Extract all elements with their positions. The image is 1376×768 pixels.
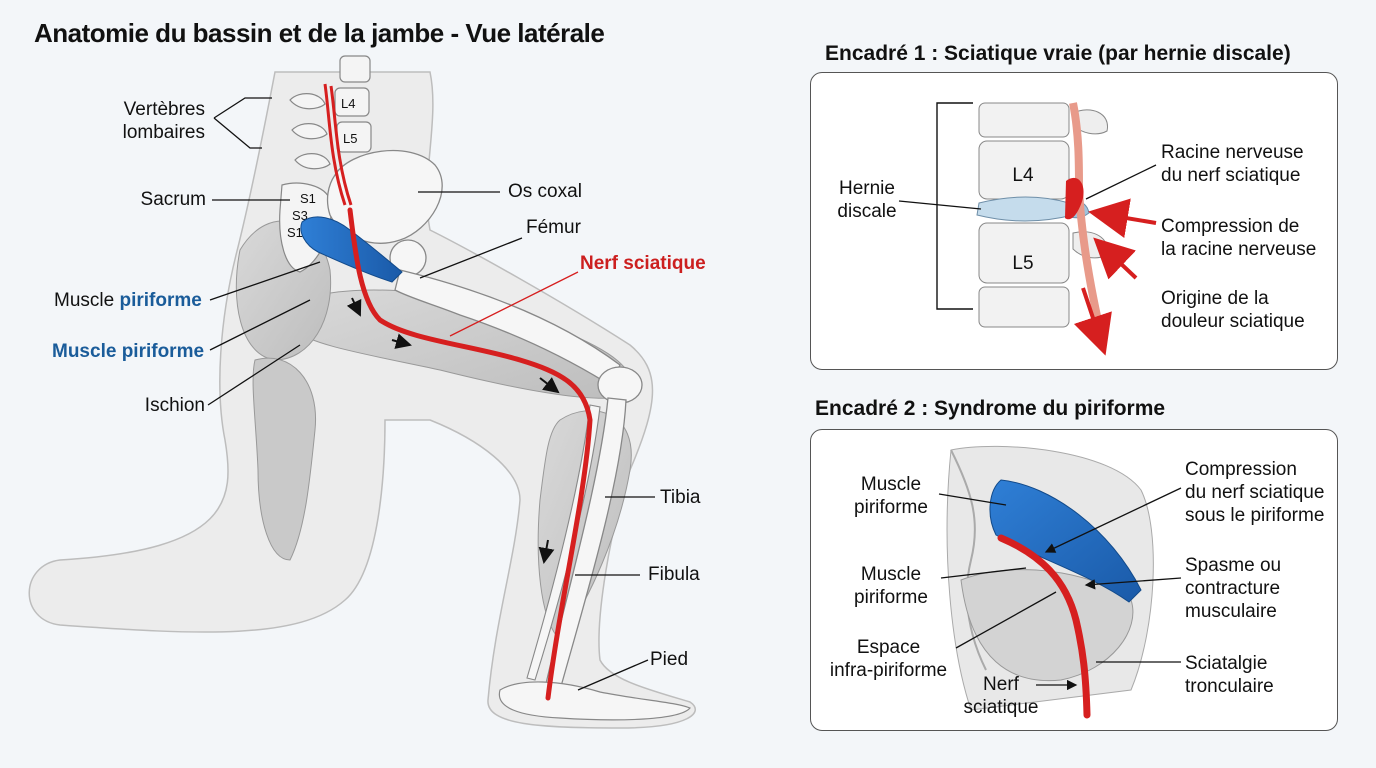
box2-title: Encadré 2 : Syndrome du piriforme bbox=[815, 397, 1166, 420]
box2-nerf-sciatique-label: Nerf sciatique bbox=[963, 674, 1039, 718]
fibula-label: Fibula bbox=[648, 564, 700, 585]
pied-label: Pied bbox=[650, 649, 689, 670]
sacrum-s3-label: S3 bbox=[292, 208, 308, 223]
box1-panel: L4 L5 Hernie discale Racine nerveuse du … bbox=[810, 72, 1338, 370]
hernie-discale-label: Hernie discale bbox=[837, 178, 897, 222]
box1-l5-label: L5 bbox=[1012, 253, 1033, 274]
page-title: Anatomie du bassin et de la jambe - Vue … bbox=[34, 18, 605, 48]
coxal-bone bbox=[326, 149, 443, 244]
vertebres-lombaires-label: Vertèbres lombaires bbox=[122, 99, 205, 143]
hamstring-muscle bbox=[252, 357, 317, 561]
muscle-piriforme-label: Muscle piriforme bbox=[54, 289, 202, 312]
muscle-piriforme-label-2: Muscle piriforme bbox=[52, 341, 205, 362]
vertebra-l4-label: L4 bbox=[341, 96, 355, 111]
herniated-disc bbox=[976, 196, 1074, 222]
main-leader-lines bbox=[207, 97, 655, 691]
vertebra-l5-label: L5 bbox=[343, 131, 357, 146]
compressed-nerve-root bbox=[1065, 177, 1084, 220]
vertebra-l5 bbox=[978, 222, 1070, 284]
body-silhouette bbox=[28, 71, 696, 729]
sciatic-nerve bbox=[347, 207, 593, 701]
box2-muscle-piriforme-1: Muscle piriforme bbox=[854, 474, 928, 518]
origine-douleur-label: Origine de la douleur sciatique bbox=[1161, 288, 1305, 332]
lumbar-nerve-roots bbox=[323, 83, 347, 206]
box2-piriformis-muscle bbox=[989, 479, 1142, 603]
box1-title: Encadré 1 : Sciatique vraie (par hernie … bbox=[825, 42, 1291, 65]
main-anatomy-illustration: L4 L5 S1 S3 S1 bbox=[28, 55, 696, 729]
nerf-sciatique-label: Nerf sciatique bbox=[580, 253, 706, 274]
sacrum-label: Sacrum bbox=[140, 189, 206, 210]
box2-sciatic-nerve bbox=[997, 534, 1091, 719]
femur-label: Fémur bbox=[526, 217, 581, 238]
sacrum-s1b-label: S1 bbox=[287, 225, 303, 240]
sacrum-s1-label: S1 bbox=[300, 191, 316, 206]
muscle-piriforme-word: piriforme bbox=[119, 290, 202, 311]
racine-nerveuse-label: Racine nerveuse du nerf sciatique bbox=[1161, 142, 1304, 186]
spasme-label: Spasme ou contracture musculaire bbox=[1185, 555, 1282, 622]
nerve-flow-arrows bbox=[346, 297, 560, 564]
muscle-piriforme-prefix: Muscle bbox=[54, 290, 120, 311]
box1-illustration: L4 L5 bbox=[898, 102, 1157, 356]
compression-nerf-label: Compression du nerf sciatique sous le pi… bbox=[1185, 459, 1325, 526]
piriformis-muscle bbox=[300, 216, 403, 283]
box1-l4-label: L4 bbox=[1012, 165, 1034, 186]
box2-muscle-piriforme-2: Muscle piriforme bbox=[854, 564, 928, 608]
os-coxal-label: Os coxal bbox=[508, 181, 582, 202]
compression-racine-label: Compression de la racine nerveuse bbox=[1161, 216, 1317, 260]
box2-illustration bbox=[938, 445, 1182, 719]
ischion-label: Ischion bbox=[144, 395, 205, 416]
espace-infra-piriforme-label: Espace infra-piriforme bbox=[829, 637, 948, 681]
knee-joint bbox=[597, 366, 643, 404]
tibia-label: Tibia bbox=[660, 487, 701, 508]
lumbar-vertebrae bbox=[289, 55, 372, 170]
box2-panel: Muscle piriforme Muscle piriforme Espace… bbox=[810, 429, 1338, 731]
fibula-bone bbox=[526, 404, 601, 681]
sciatalgie-label: Sciatalgie tronculaire bbox=[1185, 653, 1274, 697]
